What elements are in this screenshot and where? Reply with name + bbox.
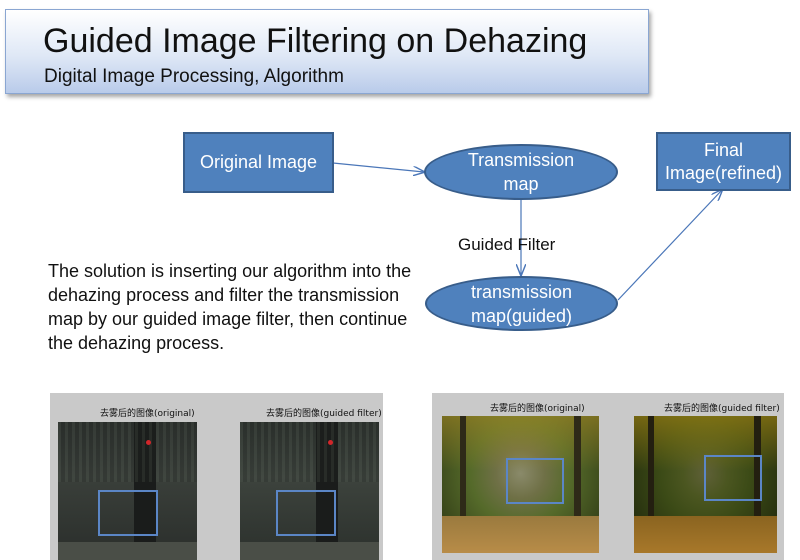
- caption-right-original: 去雾后的图像(original): [490, 404, 585, 414]
- slide-title: Guided Image Filtering on Dehazing: [43, 22, 588, 60]
- description-text: The solution is inserting our algorithm …: [48, 261, 412, 353]
- edge-label-guided-filter: Guided Filter: [458, 235, 556, 254]
- caption-left-original: 去雾后的图像(original): [100, 409, 195, 419]
- node-final-image: Final Image(refined): [656, 132, 791, 191]
- image-road-guided: [634, 416, 777, 553]
- highlight-box-road-original: [506, 458, 564, 504]
- node-transmission-map: Transmission map: [424, 144, 618, 200]
- example-panel-right: 去雾后的图像(original) 去雾后的图像(guided filter): [432, 393, 784, 560]
- arrow-original-to-transmission: [332, 162, 424, 172]
- highlight-box-road-guided: [704, 455, 762, 501]
- image-night-guided: [240, 422, 379, 560]
- image-night-original: [58, 422, 197, 560]
- slide-subtitle: Digital Image Processing, Algorithm: [44, 66, 344, 87]
- caption-left-guided: 去雾后的图像(guided filter): [266, 409, 382, 419]
- node-transmission-map-guided: transmission map(guided): [425, 276, 618, 331]
- node-original-label: Original Image: [199, 152, 318, 172]
- highlight-box-night-original: [98, 490, 158, 536]
- title-banner: Guided Image Filtering on Dehazing Digit…: [5, 9, 649, 94]
- node-guided-label: transmission map(guided): [470, 281, 573, 326]
- example-panel-left: 去雾后的图像(original) 去雾后的图像(guided filter): [50, 393, 383, 560]
- caption-right-guided: 去雾后的图像(guided filter): [664, 404, 780, 414]
- node-final-label: Final Image(refined): [664, 139, 783, 183]
- highlight-box-night-guided: [276, 490, 336, 536]
- arrow-guided-to-final: [617, 190, 722, 301]
- node-original-image: Original Image: [183, 132, 334, 193]
- node-transmission-label: Transmission map: [467, 150, 575, 194]
- image-road-original: [442, 416, 599, 553]
